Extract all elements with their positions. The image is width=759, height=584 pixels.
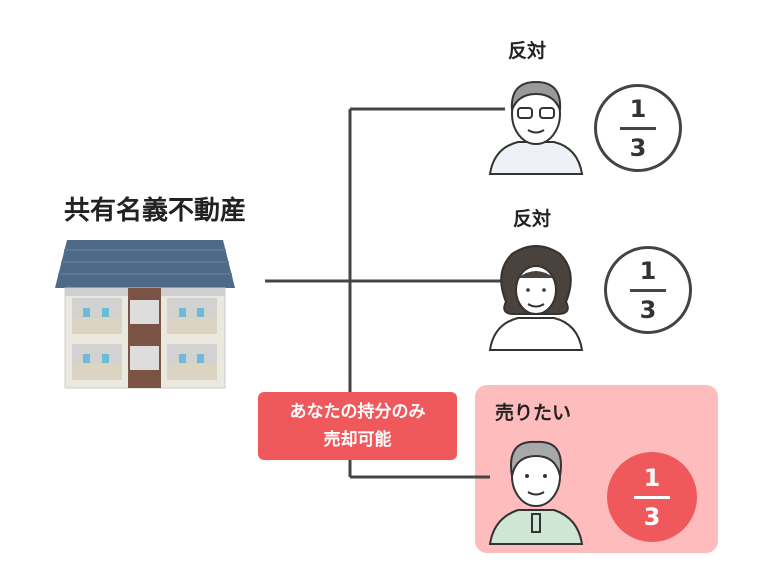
share-denominator: 3 xyxy=(629,133,647,162)
elderly-woman-avatar xyxy=(488,245,584,351)
owner-2-status: 反対 xyxy=(513,208,552,230)
note-line-2: 売却可能 xyxy=(323,430,392,450)
share-denominator: 3 xyxy=(643,502,661,531)
elderly-man-glasses-avatar xyxy=(488,80,584,175)
share-numerator: 1 xyxy=(639,256,657,285)
share-numerator: 1 xyxy=(643,463,661,492)
elderly-man-avatar xyxy=(488,440,584,545)
share-denominator: 3 xyxy=(639,295,657,324)
sell-own-share-note: あなたの持分のみ売却可能 xyxy=(258,392,457,460)
owner-1-status: 反対 xyxy=(508,40,547,62)
note-line-1: あなたの持分のみ xyxy=(289,402,426,422)
share-numerator: 1 xyxy=(629,94,647,123)
page-title: 共有名義不動産 xyxy=(63,196,246,226)
owner-3-status: 売りたい xyxy=(495,402,572,424)
apartment-building-icon xyxy=(55,240,235,389)
